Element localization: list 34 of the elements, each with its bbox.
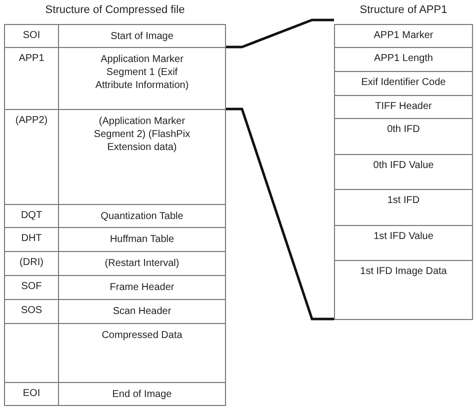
- table-row: [4, 299, 226, 324]
- table-title: Structure of Compressed file: [44, 4, 186, 16]
- structure-field: TIFF Header: [334, 95, 473, 119]
- table-row: [4, 204, 226, 228]
- structure-field: 1st IFD Value: [334, 225, 473, 261]
- segment-name: End of Image: [111, 388, 173, 402]
- table-row: [4, 109, 226, 205]
- table-row: [4, 47, 226, 110]
- structure-field: 1st IFD: [334, 189, 473, 226]
- segment-name: Scan Header: [112, 305, 172, 319]
- segment-name: (Restart Interval): [104, 257, 180, 271]
- structure-field: APP1 Length: [334, 47, 473, 72]
- table-row: [4, 251, 226, 276]
- structure-field: Exif Identifier Code: [334, 71, 473, 96]
- marker-code: EOI: [5, 383, 59, 405]
- structure-field: 0th IFD Value: [334, 154, 473, 190]
- structure-field: APP1 Marker: [334, 24, 473, 48]
- segment-name: Application Marker Segment 1 (Exif Attribute Information): [94, 53, 190, 93]
- segment-name: Quantization Table: [100, 210, 184, 224]
- expansion-line: [226, 108, 334, 320]
- table-row: [4, 382, 226, 406]
- segment-name: Start of Image: [110, 30, 174, 44]
- segment-name: Huffman Table: [108, 233, 176, 247]
- table-row: [4, 24, 226, 48]
- table-title: Structure of APP1: [358, 4, 448, 16]
- segment-name: Compressed Data: [100, 329, 184, 343]
- table-row: [4, 275, 226, 300]
- table-row: [4, 323, 226, 383]
- expansion-line: [226, 18, 334, 48]
- segment-name: Frame Header: [108, 281, 176, 295]
- segment-name: (Application Marker Segment 2) (FlashPix Extension data): [92, 115, 192, 155]
- structure-field: 0th IFD: [334, 118, 473, 155]
- table-row: [4, 227, 226, 252]
- structure-field: 1st IFD Image Data: [334, 260, 473, 320]
